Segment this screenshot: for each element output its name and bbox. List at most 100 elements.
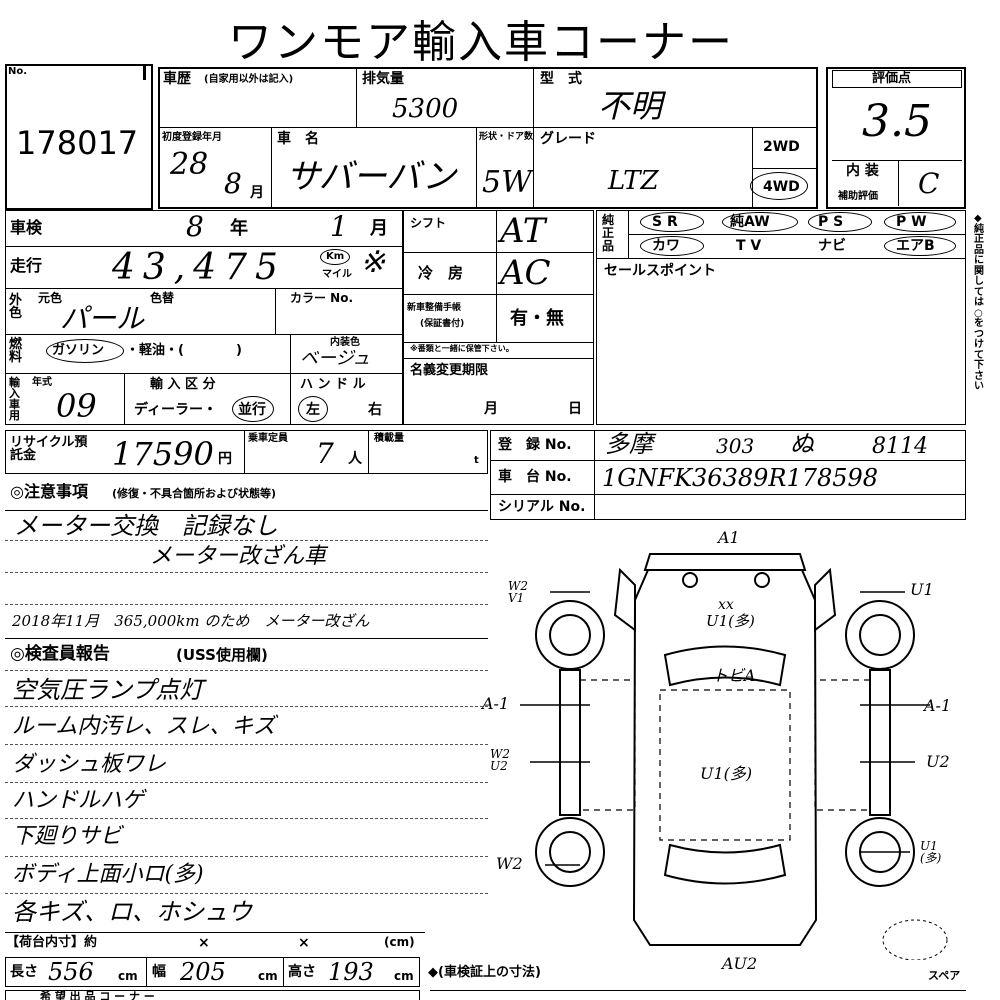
equip-tv[interactable]: T V — [736, 238, 762, 254]
equip-label: 純正品 — [602, 213, 615, 254]
dims-wid: 205 — [180, 958, 226, 986]
dmg-a1-right: A-1 — [924, 696, 952, 715]
ac-label: 冷 房 — [418, 264, 464, 282]
manual-value[interactable]: 有・無 — [510, 308, 564, 329]
caution-title: ◎注意事項 — [10, 482, 88, 501]
inspection-year-unit: 年 — [230, 218, 248, 239]
dims-box — [5, 957, 420, 987]
body-value: 5W — [482, 165, 532, 200]
interior-label: 内 装 — [846, 163, 879, 179]
dmg-w2u2: W2 U2 — [490, 747, 510, 773]
dims-len-cm: cm — [118, 969, 138, 983]
handle-label: ハ ン ド ル — [300, 377, 366, 392]
history-sub: (自家用以外は記入) — [204, 74, 294, 85]
lot-number: 178017 — [16, 124, 139, 162]
top-table — [158, 67, 818, 209]
mileage-value: 43,475 — [112, 247, 286, 288]
mileage-label: 走行 — [10, 256, 43, 275]
model-type-label: 型 式 — [540, 71, 582, 87]
cargo-x1: × — [198, 935, 210, 951]
name-change-month: 月 — [484, 401, 498, 417]
dims-wid-cm: cm — [258, 969, 278, 983]
lot-mark — [143, 66, 146, 80]
registration-box — [490, 430, 966, 520]
dmg-a1: A1 — [718, 528, 740, 547]
displacement-value: 5300 — [392, 94, 459, 124]
car-name-value: サバーバン — [286, 157, 456, 197]
registration-v1: 多摩 — [605, 430, 653, 458]
body-label: 形状・ドア数 — [479, 132, 534, 142]
dmg-u1-center: U1(多) — [700, 764, 753, 783]
registration-v2: 303 — [716, 434, 755, 458]
dmg-u1-right: U1 — [910, 580, 934, 599]
inspection-label: 車検 — [10, 218, 43, 237]
import-kubun: 輸 入 区 分 — [150, 377, 216, 392]
registration-v4: 8114 — [872, 434, 928, 459]
grade-value: LTZ — [608, 166, 659, 196]
dmg-a1-left: A-1 — [482, 694, 510, 713]
model-type-value: 不明 — [598, 87, 663, 125]
displacement-label: 排気量 — [362, 71, 404, 87]
report-line-5: 下廻りサビ — [12, 824, 123, 849]
left-block — [5, 210, 403, 425]
caution-line-2: メーター改ざん車 — [150, 544, 327, 569]
cargo-x2: × — [298, 935, 310, 951]
registration-label: 登 録 No. — [498, 437, 572, 453]
dmg-xx: xx — [718, 597, 734, 613]
rating-score: 3.5 — [862, 96, 932, 147]
manual-note: ※番類と一緒に保管下さい。 — [410, 344, 514, 353]
drive-2wd[interactable]: 2WD — [763, 139, 800, 155]
drive-4wd-circle — [750, 172, 808, 200]
car-name-label: 車 名 — [277, 131, 319, 147]
fuel-side: 燃料 — [9, 337, 23, 365]
report-line-6: ボディ上面小ロ(多) — [12, 862, 204, 887]
capacity-label: 乗車定員 — [248, 433, 288, 444]
cargo-unit: (cm) — [384, 935, 415, 949]
dims-note: ◆(車検証上の寸法) — [428, 965, 541, 980]
mileage-mark: ※ — [360, 245, 386, 280]
dmg-u2-right: U2 — [926, 752, 950, 771]
color-side: 外色 — [9, 293, 23, 321]
dims-len: 556 — [48, 958, 94, 986]
import-year: 09 — [56, 387, 97, 425]
first-reg-month-unit: 月 — [250, 185, 264, 201]
interior-value: C — [918, 167, 940, 200]
caution-line-3: 2018年11月 365,000km のため メーター改ざん — [12, 612, 370, 630]
dmg-w2v1: W2 V1 — [508, 579, 528, 605]
first-reg-month: 8 — [224, 167, 242, 200]
shift-value: AT — [500, 211, 546, 251]
recycle-unit: 円 — [218, 451, 232, 467]
history-label: 車歴 — [163, 71, 191, 87]
report-line-7: 各キズ、ロ、ホシュウ — [12, 898, 252, 926]
rating-label: 評価点 — [872, 71, 912, 86]
caution-sub: (修復・不具合箇所および状態等) — [112, 487, 277, 500]
sales-point-label: セールスポイント — [604, 263, 716, 279]
right-note: ◆純正品に関しては○をつけて下さい — [974, 213, 984, 392]
page-title: ワンモア輸入車コーナー — [228, 17, 734, 68]
lot-box — [5, 64, 153, 210]
dmg-u1-bottom-right: U1 (多) — [920, 839, 942, 865]
color-change: 色替 — [150, 291, 175, 305]
inspection-month: 1 — [330, 210, 348, 243]
dmg-au2: AU2 — [722, 954, 758, 973]
report-line-3: ダッシュ板ワレ — [12, 752, 167, 777]
equip-navi[interactable]: ナビ — [818, 238, 846, 254]
color-value: パール — [60, 302, 145, 335]
capacity-unit: 人 — [348, 451, 362, 467]
import-dealer[interactable]: ディーラー・ — [134, 402, 218, 418]
handle-right[interactable]: 右 — [368, 402, 382, 418]
import-year-label: 年式 — [32, 377, 52, 388]
manual-label: 新車整備手帳 — [407, 303, 462, 313]
color-orig: 元色 — [38, 291, 63, 305]
inspection-month-unit: 月 — [370, 218, 388, 239]
load-label: 積載量 — [374, 433, 404, 444]
dims-wid-label: 幅 — [152, 964, 166, 980]
dmg-u1-mid: U1(多) — [706, 612, 755, 630]
mileage-unit-mile: マイル — [322, 269, 352, 280]
report-line-2: ルーム内汚レ、スレ、キズ — [12, 714, 276, 739]
grade-label: グレード — [540, 131, 596, 147]
spare-label: スペア — [928, 969, 961, 982]
recycle-label: リサイクル預託金 — [10, 435, 88, 463]
registration-v3: ぬ — [790, 430, 814, 458]
fuel-opts: ・軽油・( ) — [126, 343, 242, 358]
